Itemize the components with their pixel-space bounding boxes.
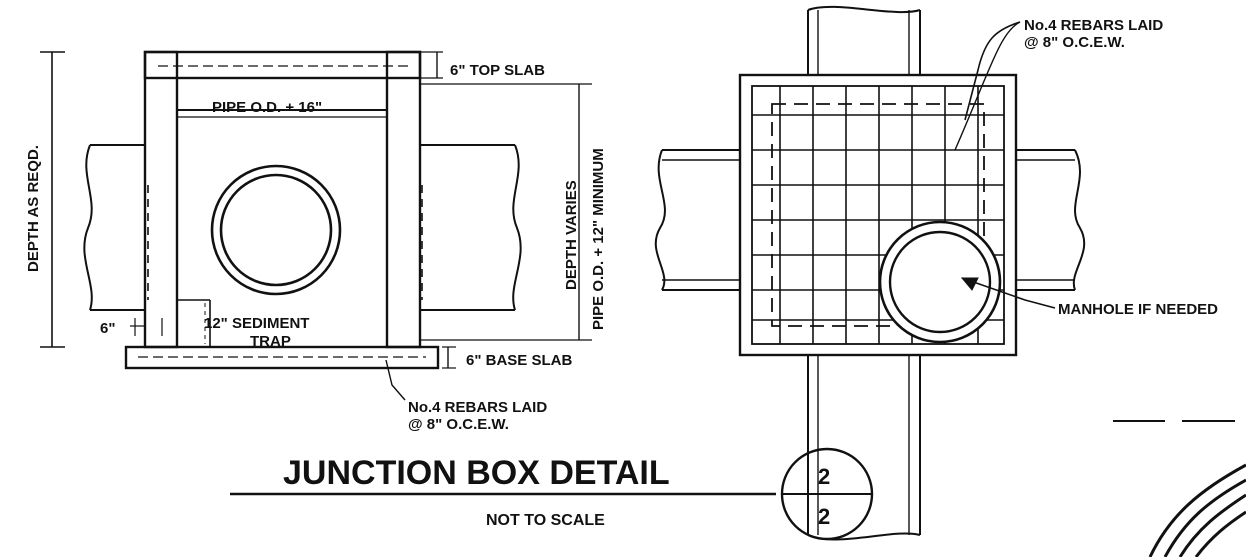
top-slab-label: 6" TOP SLAB: [450, 62, 545, 79]
not-to-scale-label: NOT TO SCALE: [486, 512, 605, 529]
manhole-label: MANHOLE IF NEEDED: [1058, 301, 1218, 318]
base-slab-label: 6" BASE SLAB: [466, 352, 572, 369]
pipe-od-12-minimum-label: PIPE O.D. + 12" MINIMUM: [590, 148, 607, 330]
edge-marks: [1113, 420, 1246, 557]
sediment-trap-label-line1: 12" SEDIMENT: [204, 315, 309, 332]
section-rebar-label-line1: No.4 REBARS LAID: [408, 399, 547, 416]
section-view: [40, 50, 592, 401]
depth-as-reqd-label: DEPTH AS REQD.: [25, 145, 42, 272]
plan-view: [654, 5, 1086, 541]
six-inch-dimension-label: 6": [100, 320, 115, 337]
detail-number: 2: [818, 464, 830, 489]
title-block: JUNCTION BOX DETAIL NOT TO SCALE 2 2: [230, 447, 874, 541]
depth-varies-label: DEPTH VARIES: [563, 180, 580, 290]
plan-rebar-label-line1: No.4 REBARS LAID: [1024, 17, 1163, 34]
plan-rebar-label-line2: @ 8" O.C.E.W.: [1024, 34, 1125, 51]
sheet-number: 2: [818, 504, 830, 529]
pipe-od-16-label: PIPE O.D. + 16": [212, 99, 322, 116]
sediment-trap-label-line2: TRAP: [250, 333, 291, 350]
section-rebar-label-line2: @ 8" O.C.E.W.: [408, 416, 509, 433]
drawing-title: JUNCTION BOX DETAIL: [283, 454, 670, 492]
